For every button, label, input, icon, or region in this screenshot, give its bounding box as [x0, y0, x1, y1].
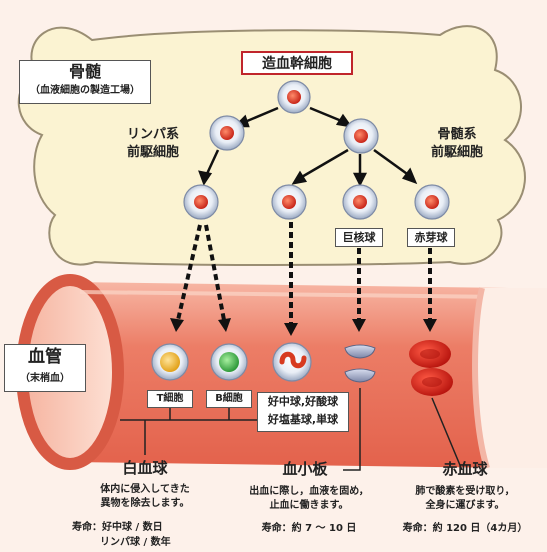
arrowhead-stem-to-myeloid: [335, 113, 353, 128]
arrowhead-platelet: [352, 319, 366, 332]
white-blood-cell-desc-1: 体内に侵入してきた: [100, 484, 190, 495]
arrowhead-red-blood-cell: [423, 319, 437, 332]
b-cell-label: B細胞: [206, 390, 252, 408]
myeloid-progenitor-cell: [343, 118, 379, 154]
red-blood-cell-leader: [431, 397, 463, 471]
myeloid-progenitor-line2: 前駆細胞: [430, 145, 483, 160]
arrowhead-lymphoid-to-lymph-precursor: [198, 170, 213, 186]
lymphoid-progenitor-line2: 前駆細胞: [126, 145, 179, 160]
arrowhead-t-cell: [170, 318, 184, 332]
granulocyte-precursor-cell: [271, 184, 307, 220]
dashed-arrow-to-b-cell: [204, 224, 226, 321]
t-cell-label: T細胞: [147, 390, 193, 408]
dashed-arrowheads: [170, 318, 437, 336]
blood-vessel-title: 血管: [28, 347, 62, 367]
bone-marrow-label: 骨髄 （血液細胞の製造工場）: [19, 60, 151, 104]
granulocyte-line2: 好塩基球,単球: [267, 413, 339, 426]
granulocyte-label: 好中球,好酸球 好塩基球,単球: [257, 392, 349, 432]
dashed-arrows: [176, 222, 432, 325]
blood-vessel-right-edge: [473, 288, 547, 468]
arrowhead-myeloid-to-granulocyte: [291, 170, 308, 185]
platelet-life: 寿命：約 7 ～ 10 日: [261, 523, 357, 534]
t-cell: [151, 343, 189, 381]
lymphocyte-precursor-cell: [183, 184, 219, 220]
arrowhead-granulocyte: [284, 323, 298, 336]
white-blood-cell-life-1: 寿命：好中球 / 数日: [72, 522, 163, 533]
arrow-myeloid-to-granulocyte: [299, 148, 349, 180]
arrowhead-myeloid-to-erythroblast: [401, 167, 418, 185]
erythroblast-label: 赤芽球: [407, 228, 455, 247]
arrow-stem-to-myeloid: [309, 106, 345, 124]
blood-vessel-subtitle: （末梢血）: [20, 373, 70, 384]
erythroblast-cell: [414, 184, 450, 220]
stem-cell: [277, 80, 311, 114]
lymphoid-progenitor-line1: リンパ系: [126, 127, 179, 142]
white-blood-cell-title: 白血球: [122, 459, 168, 477]
arrow-myeloid-to-erythroblast: [373, 148, 411, 178]
stem-cell-label: 造血幹細胞: [241, 51, 353, 75]
red-blood-cell-desc-2: 全身に運びます。: [425, 500, 505, 511]
blood-vessel-right-rim: [472, 287, 490, 469]
bone-marrow-title: 骨髄: [68, 62, 101, 81]
blood-vessel-label: 血管 （末梢血）: [4, 344, 86, 392]
myeloid-progenitor-line1: 骨髄系: [437, 127, 477, 142]
granulocyte-cell: [272, 342, 312, 382]
arrowhead-myeloid-to-megakaryocyte: [352, 172, 368, 187]
leader-lines: [120, 388, 463, 471]
arrowhead-b-cell: [218, 318, 231, 332]
arrow-lymphoid-to-lymph-precursor: [204, 149, 220, 177]
red-blood-cell-life: 寿命：約 120 日（4カ月）: [402, 523, 528, 534]
platelets: [344, 344, 376, 383]
platelet-leader: [343, 388, 361, 471]
dashed-arrow-to-t-cell: [176, 224, 202, 321]
lymphoid-progenitor-cell: [209, 115, 245, 151]
red-blood-cell-desc-1: 肺で酸素を受け取り，: [415, 486, 515, 497]
granulocyte-line1: 好中球,好酸球: [267, 395, 339, 408]
b-cell: [210, 343, 248, 381]
bone-marrow-subtitle: （血液細胞の製造工場）: [30, 85, 140, 96]
white-blood-cell-life-2: リンパ球 / 数年: [100, 537, 171, 548]
megakaryocyte-label: 巨核球: [335, 228, 383, 247]
platelet-title: 血小板: [282, 460, 328, 478]
lymphoid-progenitor-label: リンパ系 前駆細胞: [110, 126, 196, 162]
white-blood-cell-desc-2: 異物を除去します。: [100, 498, 190, 509]
solid-arrows: [198, 106, 418, 187]
megakaryocyte-cell: [342, 184, 378, 220]
platelet-desc-2: 止血に働きます。: [269, 500, 349, 511]
myeloid-progenitor-label: 骨髄系 前駆細胞: [414, 126, 500, 162]
red-blood-cell-title: 赤血球: [442, 460, 488, 478]
platelet-desc-1: 出血に際し，血液を固め，: [249, 486, 369, 497]
red-blood-cells: [409, 340, 453, 396]
